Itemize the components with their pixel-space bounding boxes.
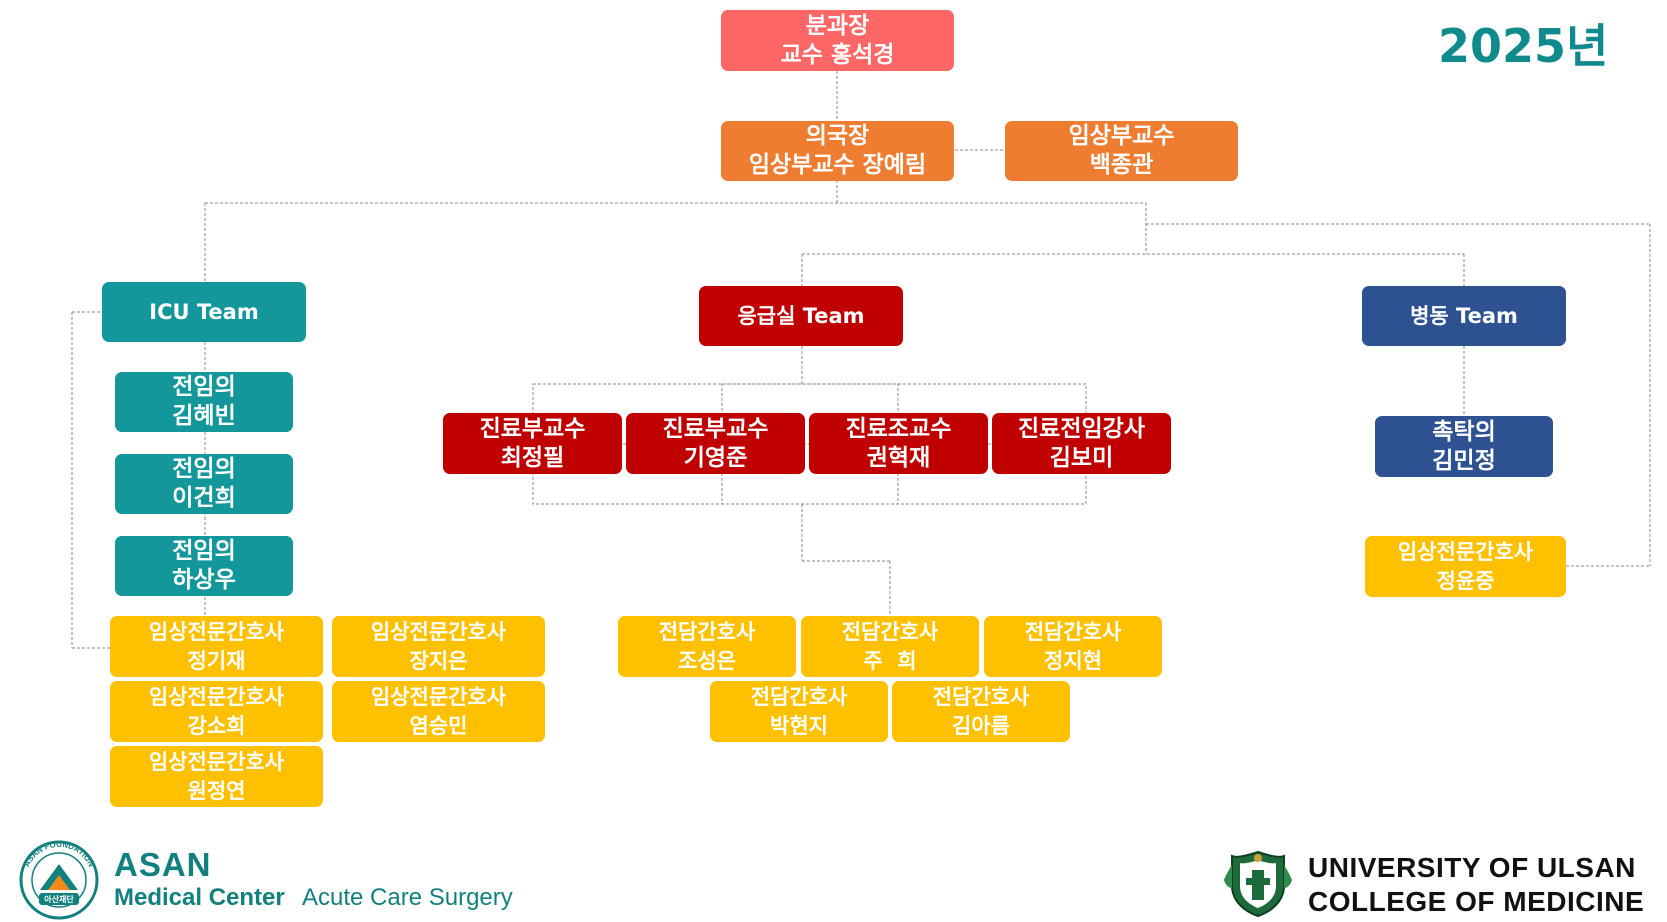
node-person: 강소희 [187,713,246,738]
assoc-prof-name: 백종관 [1089,152,1154,178]
icu-np-node: 임상전문간호사 정기재 [110,616,323,677]
er-doctor-node: 진료부교수 최정필 [443,413,622,474]
node-person: 주 희 [863,648,917,673]
er-nurse-node: 전담간호사 주 희 [801,616,979,677]
icu-team-label: ICU Team [149,299,259,324]
node-role: 전담간호사 [1024,619,1122,644]
node-role: 전임의 [172,456,236,482]
node-role: 전담간호사 [658,619,756,644]
node-person: 기영준 [683,444,748,471]
node-role: 진료부교수 [479,415,586,442]
asan-foundation-logo: ASAN FOUNDATION 아산재단 [19,840,99,920]
chief-title: 분과장 [805,12,870,39]
icu-fellow-node: 전임의 김혜빈 [115,372,293,432]
asan-name: ASAN [114,846,212,883]
assoc-prof-node: 임상부교수 백종관 [1005,121,1238,181]
director-name: 임상부교수 장예림 [748,152,927,178]
node-role: 임상전문간호사 [370,619,507,644]
icu-fellow-node: 전임의 하상우 [115,536,293,596]
node-role: 전담간호사 [932,684,1030,709]
chief-node: 분과장 교수 홍석경 [721,10,954,71]
node-role: 임상전문간호사 [148,684,285,709]
node-role: 진료조교수 [845,415,952,442]
node-person: 박현지 [770,713,828,738]
node-person: 정기재 [187,648,246,673]
node-person: 김민정 [1432,447,1496,474]
er-nurse-node: 전담간호사 김아름 [892,681,1070,742]
year-label: 2025년 [1438,19,1609,73]
node-person: 정지현 [1044,648,1102,673]
icu-np-node: 임상전문간호사 염승민 [332,681,545,742]
chief-name: 교수 홍석경 [780,41,895,68]
node-person: 김아름 [952,713,1010,738]
er-nurse-node: 전담간호사 정지현 [984,616,1162,677]
director-node: 의국장 임상부교수 장예림 [721,121,954,181]
node-person: 장지은 [409,648,468,673]
node-person: 최정필 [500,444,565,471]
icu-np-node: 임상전문간호사 장지은 [332,616,545,677]
node-person: 권혁재 [866,444,931,471]
icu-np-node: 임상전문간호사 강소희 [110,681,323,742]
node-person: 김혜빈 [172,403,236,429]
asan-subtitle: Medical Center [114,884,285,911]
node-role: 촉탁의 [1432,418,1496,445]
node-person: 김보미 [1049,444,1114,471]
acute-care-surgery-label: Acute Care Surgery [302,884,513,911]
node-person: 원정연 [187,778,246,803]
icu-team-node: ICU Team [102,282,306,342]
node-role: 임상전문간호사 [148,619,285,644]
er-doctor-node: 진료조교수 권혁재 [809,413,988,474]
node-role: 전임의 [172,374,236,400]
assoc-prof-title: 임상부교수 [1068,123,1175,149]
node-role: 전임의 [172,538,236,564]
ward-np-node: 임상전문간호사 정윤중 [1365,536,1566,597]
node-role: 임상전문간호사 [148,749,285,774]
node-person: 조성은 [678,648,736,673]
node-role: 전담간호사 [841,619,939,644]
node-role: 전담간호사 [750,684,848,709]
university-emblem-icon [1224,850,1292,918]
icu-fellow-node: 전임의 이건희 [115,454,293,514]
er-team-node: 응급실 Team [699,286,903,346]
er-doctor-node: 진료부교수 기영준 [626,413,805,474]
college-name: COLLEGE OF MEDICINE [1308,886,1645,917]
node-role: 임상전문간호사 [1397,539,1534,564]
node-person: 정윤중 [1436,568,1495,593]
er-doctor-node: 진료전임강사 김보미 [992,413,1171,474]
node-person: 이건희 [172,485,236,511]
icu-np-node: 임상전문간호사 원정연 [110,746,323,807]
er-nurse-node: 전담간호사 박현지 [710,681,888,742]
university-name: UNIVERSITY OF ULSAN [1308,852,1636,883]
er-nurse-node: 전담간호사 조성은 [618,616,796,677]
node-role: 진료부교수 [662,415,769,442]
asan-ring-bottom: 아산재단 [44,894,74,904]
er-team-label: 응급실 Team [737,303,865,328]
node-role: 임상전문간호사 [370,684,507,709]
director-title: 의국장 [805,123,870,149]
ward-hospitalist-node: 촉탁의 김민정 [1375,416,1553,477]
ward-team-node: 병동 Team [1362,286,1566,346]
node-person: 염승민 [409,713,468,738]
node-role: 진료전임강사 [1018,415,1145,442]
ward-team-label: 병동 Team [1410,303,1518,328]
node-person: 하상우 [172,567,236,593]
